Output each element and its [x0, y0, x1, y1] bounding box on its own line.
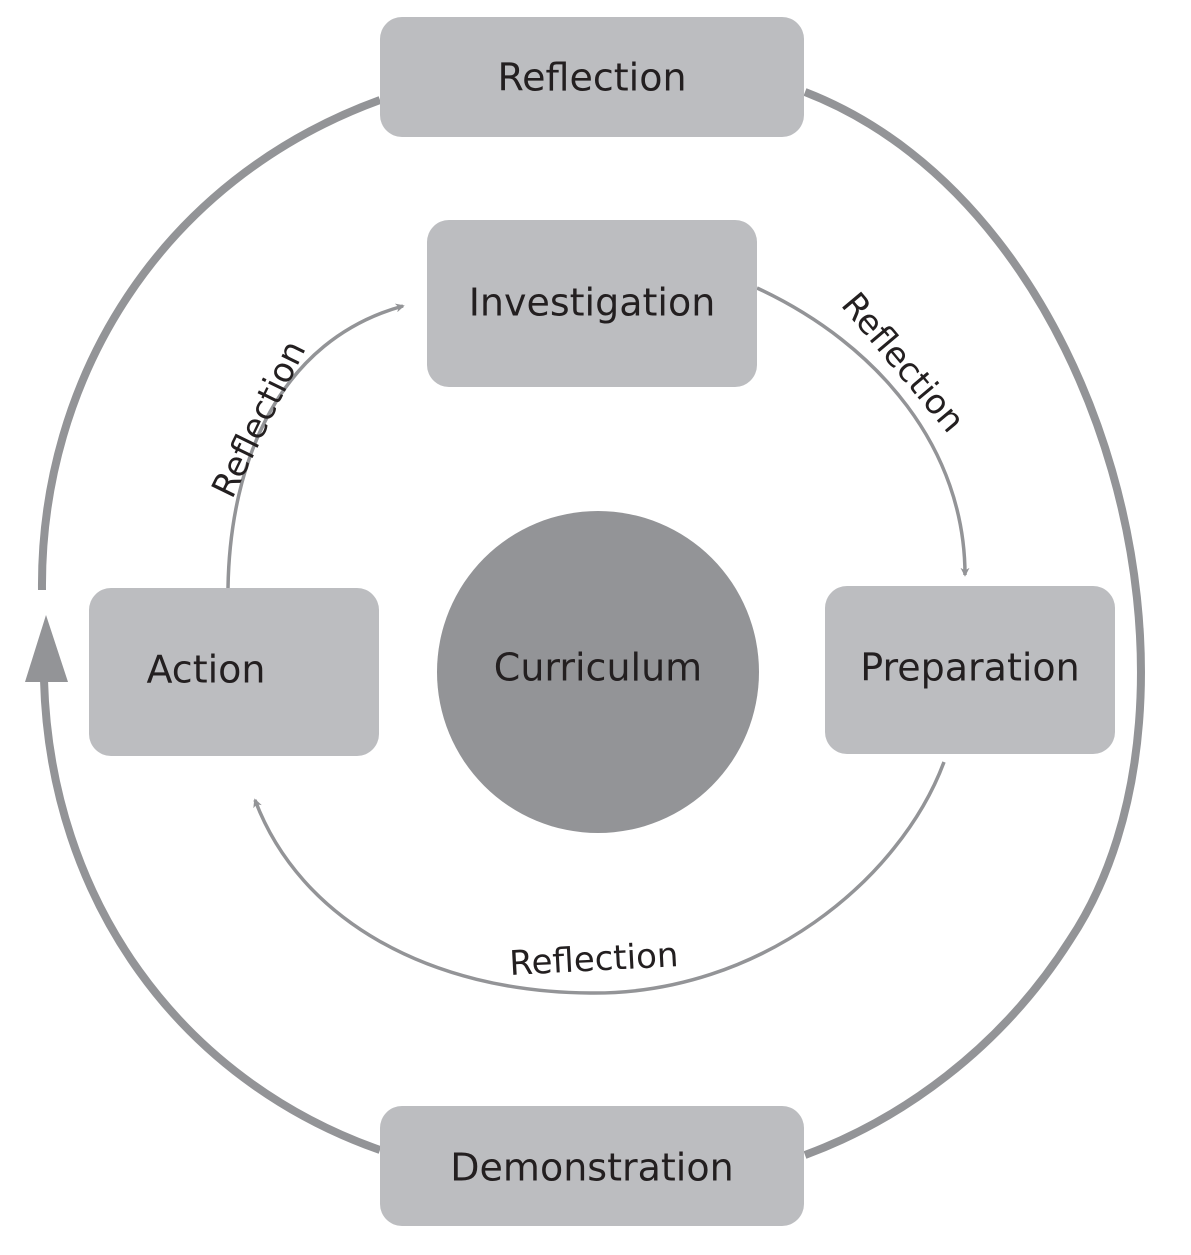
outer-top-label: Reflection — [497, 56, 686, 100]
outer-ring-right — [803, 88, 1145, 1159]
arrow-investigation-to-preparation — [756, 286, 970, 577]
action-label: Action — [146, 648, 265, 692]
preparation-node: Preparation — [825, 586, 1115, 754]
outer-ring-arrowhead-icon — [25, 615, 68, 682]
preparation-label: Preparation — [860, 646, 1080, 690]
action-node: Action — [89, 588, 379, 756]
center-node: Curriculum — [437, 511, 759, 833]
outer-bottom-node: Demonstration — [380, 1106, 804, 1226]
outer-ring-lower-left — [40, 679, 382, 1154]
arc-label-investigation-preparation: Reflection — [833, 285, 972, 440]
investigation-label: Investigation — [469, 281, 716, 325]
arrow-action-to-investigation — [226, 303, 405, 589]
center-label: Curriculum — [494, 646, 702, 690]
outer-ring-upper-left — [37, 96, 382, 591]
arc-label-action-investigation: Reflection — [204, 334, 314, 504]
arrow-preparation-to-action — [253, 761, 946, 995]
arc-label-preparation-action: Reflection — [508, 935, 679, 984]
outer-top-node: Reflection — [380, 17, 804, 137]
outer-bottom-label: Demonstration — [450, 1146, 733, 1190]
investigation-node: Investigation — [427, 220, 757, 387]
